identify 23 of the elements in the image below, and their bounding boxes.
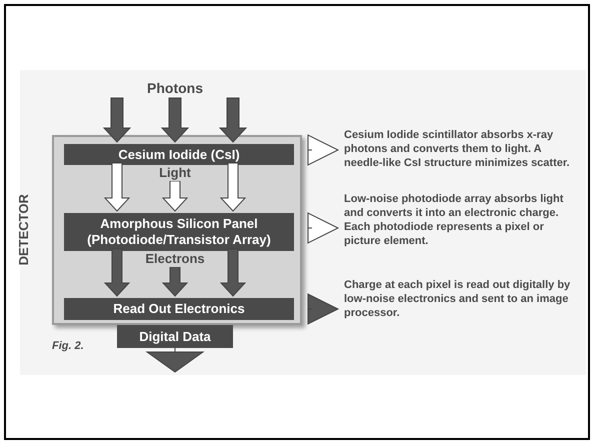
block-arrow — [162, 266, 188, 297]
pointer-triangle — [308, 134, 340, 166]
block-arrow — [220, 162, 246, 212]
block-arrow — [162, 180, 188, 212]
block-arrow — [102, 98, 132, 143]
description-text: Low-noise photodiode array absorbs light and converts it into an electronic charge. Each photodiode represents a pixel or picture element. — [344, 192, 582, 252]
figure-number: Fig. 2. — [52, 339, 84, 354]
layer-bar: Amorphous Silicon Panel (Photodiode/Transistor Array) — [64, 213, 294, 251]
detector-heading: DETECTOR — [15, 197, 32, 263]
output-tab: Digital Data — [117, 325, 233, 348]
pointer-triangle — [308, 293, 340, 325]
block-arrow — [160, 98, 190, 143]
block-arrow — [220, 248, 246, 297]
description-text: Charge at each pixel is read out digitally by low-noise electronics and sent to an image processor. — [344, 278, 582, 328]
block-arrow — [145, 348, 205, 373]
layer-bar: Cesium Iodide (CsI) — [64, 144, 294, 165]
pointer-triangle — [308, 212, 340, 244]
block-arrow — [218, 98, 248, 143]
layer-bar: Read Out Electronics — [64, 298, 294, 320]
block-arrow — [104, 248, 130, 297]
input-label: Photons — [130, 78, 220, 98]
description-text: Cesium Iodide scintillator absorbs x-ray photons and converts them to light. A needle-like CsI structure minimizes scatter. — [344, 128, 582, 188]
block-arrow — [104, 162, 130, 212]
